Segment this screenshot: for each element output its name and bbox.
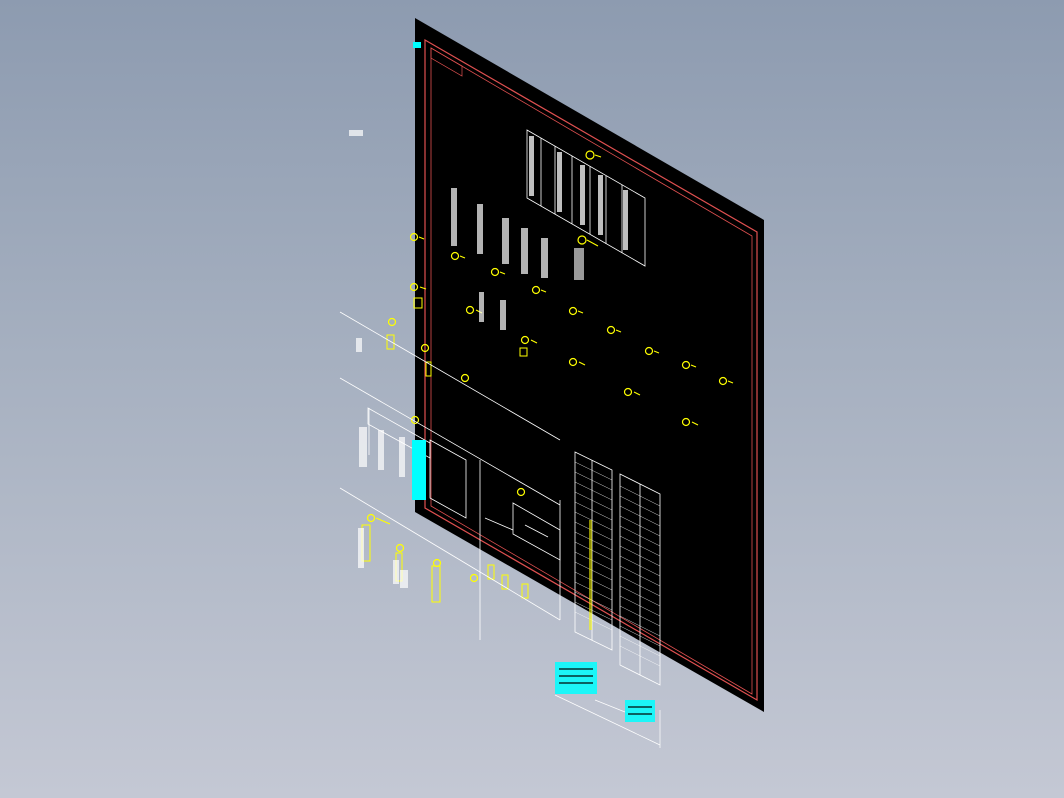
cyan-annotations xyxy=(412,42,655,722)
title-strip xyxy=(430,47,463,77)
top-table-text xyxy=(529,136,628,280)
connection-lines xyxy=(339,311,561,640)
top-tables xyxy=(526,129,646,267)
right-table-rows xyxy=(574,461,661,667)
sheet-border-inner xyxy=(430,47,753,695)
bottom-lines xyxy=(554,694,661,748)
white-text-blocks xyxy=(349,130,548,588)
table-yellow-marks xyxy=(589,520,592,630)
cyan-annotation-detail xyxy=(559,668,652,715)
yellow-symbols xyxy=(366,150,728,583)
